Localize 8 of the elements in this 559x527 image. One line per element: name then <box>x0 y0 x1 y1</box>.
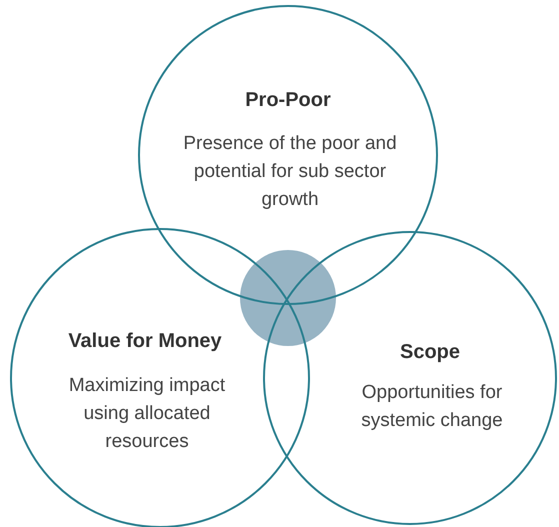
circle-heading: Scope <box>400 341 460 364</box>
circle-description: Opportunities for systemic change <box>360 381 504 433</box>
circle-description: Maximizing impact using allocated resources <box>68 374 226 454</box>
venn-circle <box>10 228 310 527</box>
circle-heading: Value for Money <box>68 330 222 353</box>
venn-circle <box>263 231 557 525</box>
circle-heading: Pro-Poor <box>245 89 331 112</box>
circle-description: Presence of the poor and potential for sub sector growth <box>182 132 398 212</box>
